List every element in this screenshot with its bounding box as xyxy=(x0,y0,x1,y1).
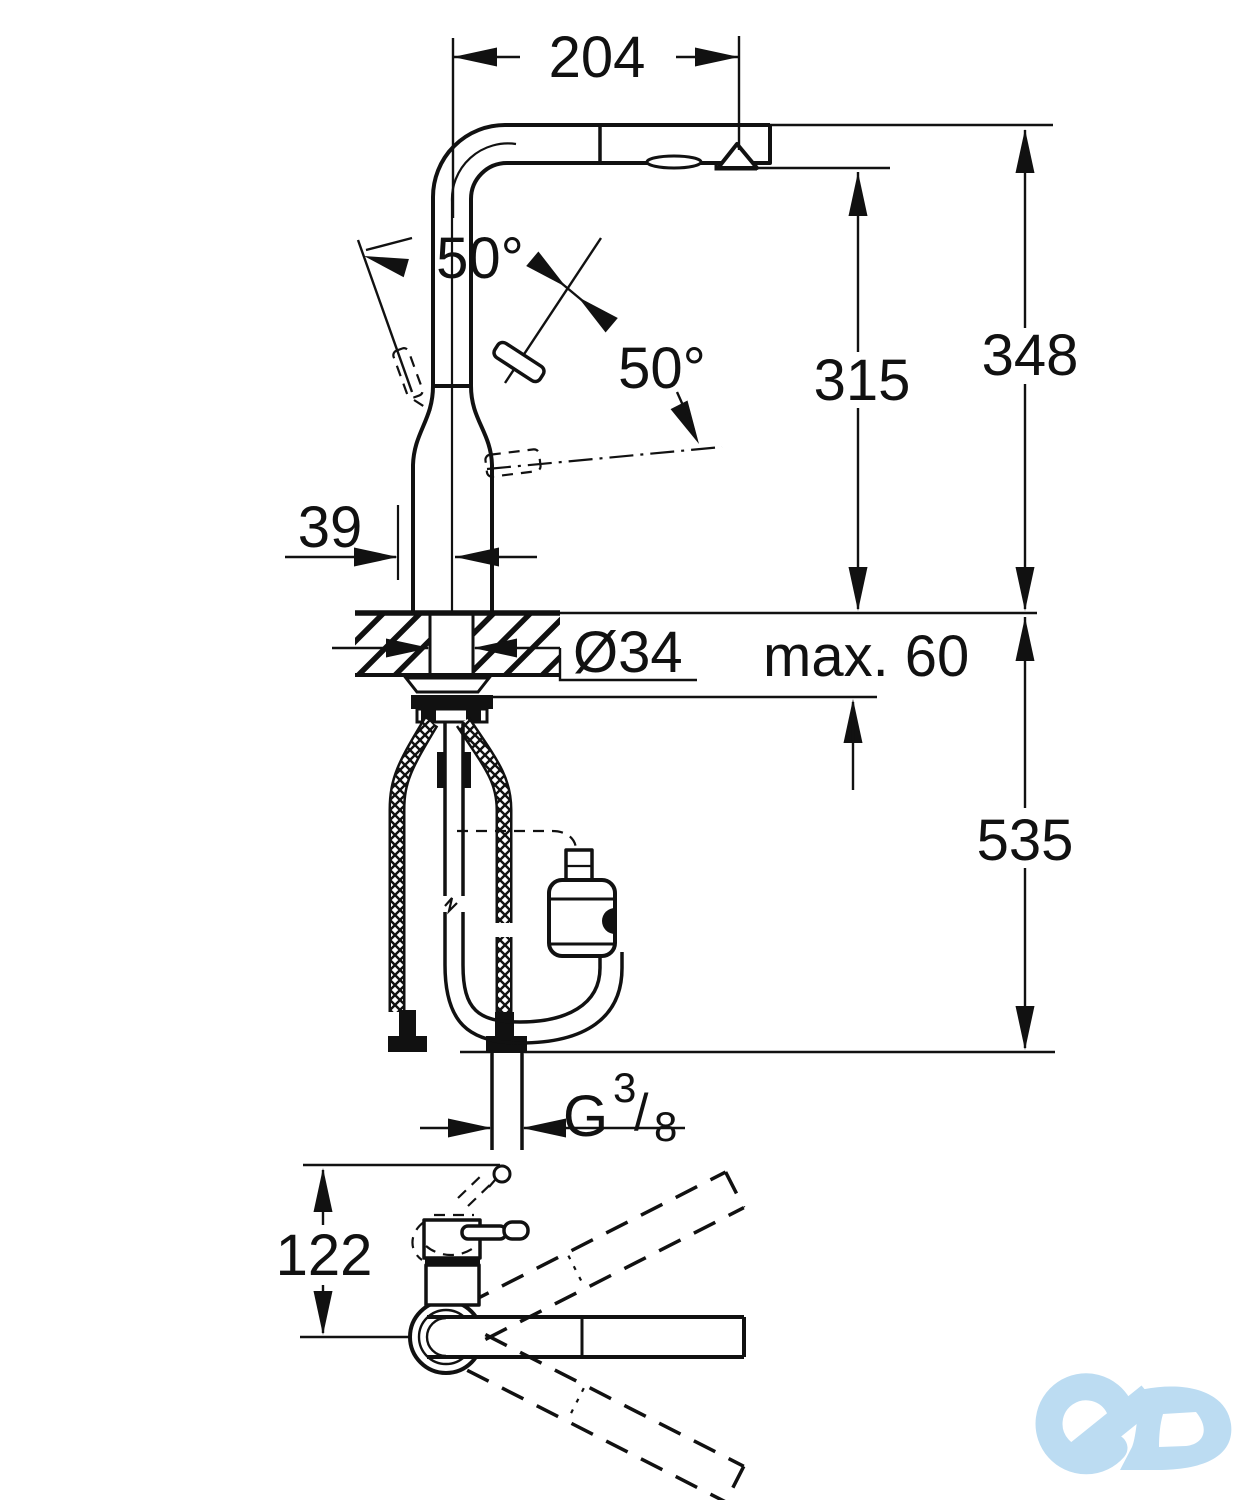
thread-denominator: 8 xyxy=(654,1103,677,1150)
hidden-hose-dashed xyxy=(457,829,578,851)
hose-break-squiggle xyxy=(444,897,458,915)
spout-swivel-up xyxy=(466,1170,746,1341)
angle-left-label: 50° xyxy=(436,226,524,291)
body-joint-band xyxy=(425,1257,480,1265)
hose-tab-right xyxy=(463,752,471,788)
tail-pipe xyxy=(490,1052,524,1150)
mounting-washer xyxy=(402,676,493,694)
pullout-hose-upper xyxy=(443,722,465,896)
dim-thread-arrow-left xyxy=(448,1118,492,1138)
body-left-dashed-arc xyxy=(411,1221,425,1261)
handle-raised-lever xyxy=(492,340,546,384)
angle-right-arrow-tail xyxy=(675,391,696,431)
hose-break-gap xyxy=(493,923,515,937)
thread-letter: G xyxy=(563,1084,608,1149)
hose-weight-notch xyxy=(602,908,615,934)
hose-loop-outer xyxy=(443,952,624,1045)
handle-top-knob xyxy=(502,1220,530,1241)
angle-right-label: 50° xyxy=(618,336,706,401)
hose-weight-lines xyxy=(549,897,615,946)
handle-left-dashed xyxy=(392,347,424,399)
braided-hose-left xyxy=(391,718,437,1012)
faucet-top-view xyxy=(408,1164,746,1500)
dim-315: 315 xyxy=(814,172,911,611)
angle-left-arrow-tail xyxy=(365,236,413,252)
dim-39-arrow-right xyxy=(455,547,499,567)
handle-raised-knob xyxy=(492,1164,512,1184)
handle-left-dash-tail xyxy=(413,399,432,412)
tail-pipe-fill xyxy=(490,1053,524,1150)
dim-348-arrow-bottom xyxy=(1015,567,1035,611)
spout-swivel-down xyxy=(466,1333,746,1500)
dim-122-label: 122 xyxy=(276,1223,373,1288)
hose-fitting-left-stub xyxy=(399,1010,416,1038)
dim-535-label: 535 xyxy=(977,808,1074,873)
body-right-edge xyxy=(469,385,494,613)
handle-lowered-dashed xyxy=(484,448,542,478)
dim-535: 535 xyxy=(460,617,1074,1054)
handle-swivel-annotations: 50° 50° xyxy=(356,226,723,478)
dim-122: 122 xyxy=(276,1163,500,1339)
spout-inner-contour xyxy=(469,161,600,386)
body-left-edge xyxy=(411,385,435,613)
dim-348: 348 xyxy=(982,129,1079,611)
handle-raised-tick xyxy=(488,1179,496,1188)
thread-connection: G 3 / 8 xyxy=(420,1052,685,1150)
spray-button xyxy=(716,142,759,170)
pullout-hose-assembly xyxy=(437,722,624,1045)
hose-fitting-left xyxy=(388,1036,427,1052)
dim-535-arrow-top xyxy=(1015,617,1035,661)
hose-loop-inner xyxy=(461,952,602,1024)
dim-315-arrow-top xyxy=(848,172,868,216)
dim-535-arrow-bottom xyxy=(1015,1006,1035,1050)
handle-raised-dashes xyxy=(457,1172,495,1207)
spout-bar-fill xyxy=(446,1317,744,1357)
mounting-hardware xyxy=(402,676,493,724)
dim-348-arrow-top xyxy=(1015,129,1035,173)
hose-tab-left xyxy=(437,752,445,788)
watermark-link-stroke xyxy=(1059,1385,1159,1473)
mounting-nut xyxy=(411,695,493,709)
dim-max60: max. 60 xyxy=(763,624,969,790)
spout-bar-outline xyxy=(427,1315,746,1359)
dim-dia34: Ø34 xyxy=(332,620,697,685)
handle-left-line xyxy=(356,239,414,393)
dim-315-label: 315 xyxy=(814,348,911,413)
thread-slash: / xyxy=(634,1084,649,1142)
thread-numerator: 3 xyxy=(613,1064,636,1111)
dim-thread-arrow-right xyxy=(522,1118,566,1138)
dim-122-arrow-top xyxy=(313,1168,333,1212)
dim-204-arrow-left xyxy=(453,47,497,67)
counter-hole-edges xyxy=(428,613,475,675)
dim-315-arrow-bottom xyxy=(848,567,868,611)
supply-hoses xyxy=(388,717,527,1052)
braided-hose-center xyxy=(458,718,510,1014)
dim-dia34-leader xyxy=(558,648,697,682)
dim-204-label: 204 xyxy=(549,25,646,90)
dim-39-label: 39 xyxy=(298,495,363,560)
handle-lowered-line xyxy=(486,445,723,471)
hose-fitting-center-stub xyxy=(495,1012,514,1038)
angle-right-arrow xyxy=(670,400,708,449)
pullout-hose-mid xyxy=(443,912,465,965)
faucet-side-view xyxy=(411,123,1053,613)
watermark-logo xyxy=(1035,1373,1232,1475)
watermark-d-shape xyxy=(1120,1386,1232,1470)
dim-348-label: 348 xyxy=(982,323,1079,388)
body-bottom-dashed-arc xyxy=(425,1245,477,1257)
spray-head-slot xyxy=(645,154,703,170)
dim-39: 39 xyxy=(285,495,537,580)
dim-max60-label: max. 60 xyxy=(763,624,969,689)
handle-top-bar xyxy=(460,1224,508,1241)
dim-204-arrow-right xyxy=(695,47,739,67)
dim-122-arrow-bottom xyxy=(313,1291,333,1335)
dim-dia34-label: Ø34 xyxy=(573,620,683,685)
tube-seam-line xyxy=(450,142,517,611)
dim-204: 204 xyxy=(451,25,741,218)
base-block xyxy=(424,1263,481,1307)
